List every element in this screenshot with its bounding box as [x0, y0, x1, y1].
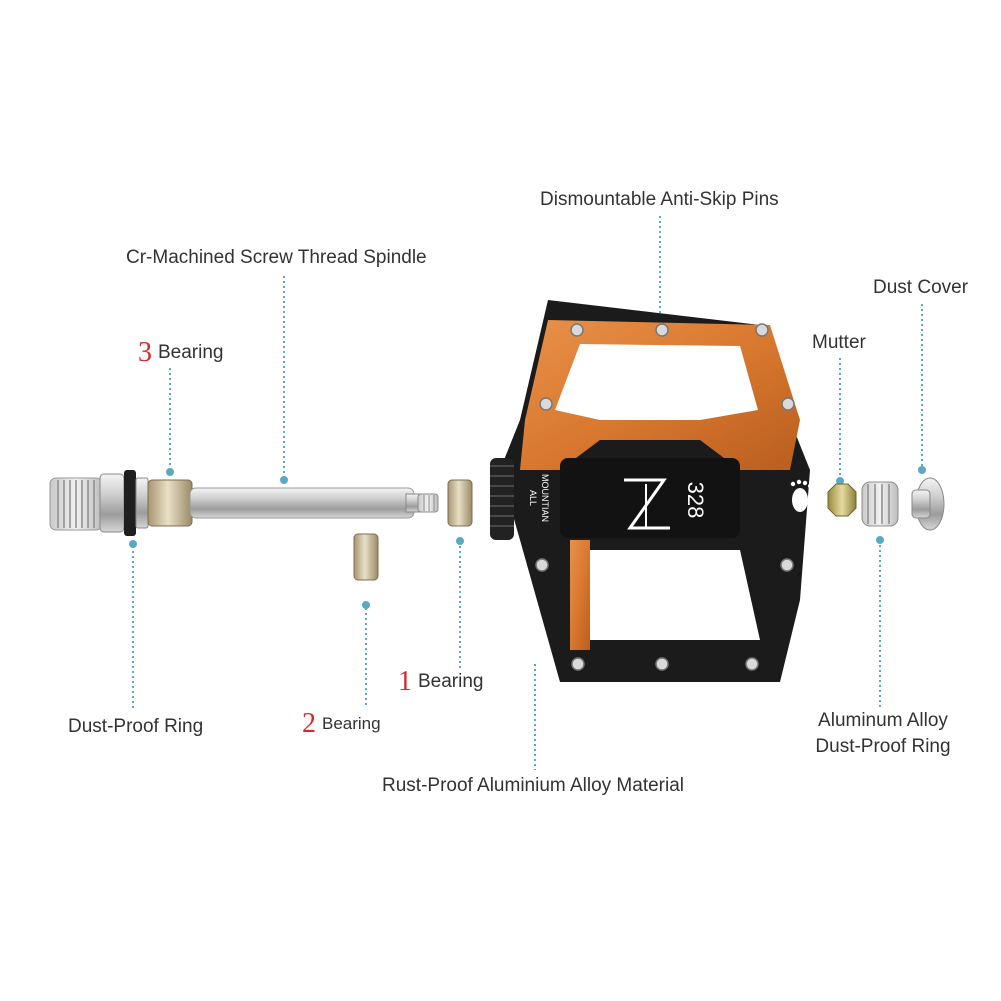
foot-logo-icon	[790, 479, 812, 512]
leader-dot-mutter	[836, 477, 844, 485]
bearing-3-part	[147, 479, 193, 527]
leader-dot-dust-proof-ring	[129, 540, 137, 548]
dust-cover-part	[911, 477, 945, 531]
leader-lines	[132, 216, 923, 770]
leader-dot-bearing-1	[456, 537, 464, 545]
spindle	[49, 470, 439, 536]
leader-dot-bearing-3	[166, 468, 174, 476]
anti-skip-pins	[535, 323, 795, 671]
label-bearing-1: 1 Bearing	[398, 666, 484, 698]
pedal-print-series-2: MOUNTIAN	[540, 474, 550, 522]
spindle-shoulder	[99, 473, 125, 533]
label-spindle: Cr-Machined Screw Thread Spindle	[126, 247, 427, 268]
label-aluminum-alloy-dust-proof-ring: Aluminum Alloy Dust-Proof Ring	[810, 710, 956, 758]
bearing-1-part	[447, 479, 473, 527]
aluminum-alloy-dust-proof-ring-part	[861, 481, 899, 527]
label-dust-cover: Dust Cover	[873, 277, 969, 298]
label-mutter: Mutter	[812, 332, 866, 353]
label-bearing-3: 3 Bearing	[138, 337, 224, 369]
label-dust-proof-ring: Dust-Proof Ring	[68, 716, 204, 737]
bearing-1-number: 1	[398, 666, 412, 697]
alu-ring-line-1: Aluminum Alloy	[818, 710, 948, 731]
spindle-tip-thread	[417, 493, 439, 513]
leader-dot-dust-cover	[918, 466, 926, 474]
bearing-2-number: 2	[302, 708, 316, 739]
bearing-3-number: 3	[138, 337, 152, 368]
label-rust-proof: Rust-Proof Aluminium Alloy Material	[382, 775, 684, 796]
bearing-2-text: Bearing	[322, 714, 381, 733]
bearing-2-part	[353, 533, 379, 581]
leader-dot-alu-ring	[876, 536, 884, 544]
leader-dot-bearing-2	[362, 601, 370, 609]
pedal-body	[490, 300, 812, 682]
bearing-1-text: Bearing	[418, 671, 484, 692]
leader-dot-spindle	[280, 476, 288, 484]
pedal-print-series-1: ALL	[528, 490, 538, 506]
dust-proof-ring-part	[124, 470, 136, 536]
label-anti-skip-pins: Dismountable Anti-Skip Pins	[540, 189, 779, 210]
pedal-end-cap	[490, 458, 514, 540]
pedal-print-model: 328	[683, 482, 708, 519]
label-bearing-2: 2 Bearing	[302, 708, 381, 740]
mutter-part	[827, 483, 857, 517]
alu-ring-line-2: Dust-Proof Ring	[815, 735, 951, 757]
bearing-3-text: Bearing	[158, 342, 224, 363]
